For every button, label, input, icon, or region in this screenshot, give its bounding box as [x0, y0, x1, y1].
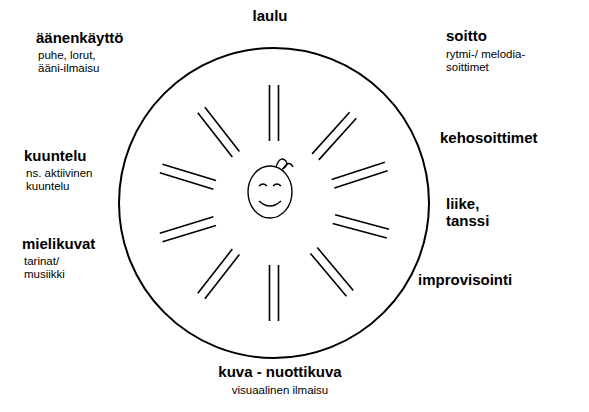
sub-label: ns. aktiivinen kuuntelu	[26, 167, 118, 192]
spoke-line	[278, 265, 280, 321]
sub-label: rytmi-/ melodia- soittimet	[446, 48, 550, 73]
heading-label: kehosoittimet	[440, 130, 538, 147]
spoke-line	[163, 164, 217, 180]
heading-label: äänenkäyttö	[36, 30, 124, 47]
sub-label: puhe, lorut, ääni-ilmaisu	[38, 49, 120, 74]
spoke-line	[269, 265, 271, 321]
heading-label: kuuntelu	[24, 148, 87, 165]
spoke-line	[278, 85, 280, 141]
heading-label: improvisointi	[418, 272, 512, 289]
sub-label: visuaalinen ilmaisu	[232, 384, 329, 397]
heading-label: liike, tanssi	[446, 196, 496, 229]
spoke-line	[198, 249, 233, 293]
spoke-line	[334, 171, 387, 188]
face	[248, 159, 293, 218]
spoke-line	[333, 223, 387, 238]
spoke-line	[332, 162, 385, 179]
spoke-line	[269, 85, 271, 141]
double-spokes	[160, 85, 389, 321]
outer-circle	[119, 48, 429, 358]
heading-label: mielikuvat	[22, 236, 95, 253]
spoke-line	[205, 107, 240, 151]
spoke-line	[160, 173, 214, 189]
spoke-line	[160, 217, 214, 233]
spoke-line	[319, 118, 357, 160]
heading-label: kuva - nuottikuva	[218, 364, 341, 381]
spoke-line	[163, 225, 217, 241]
heading-label: laulu	[252, 8, 287, 25]
spoke-line	[310, 253, 346, 296]
heading-label: soitto	[446, 28, 487, 45]
sub-label: tarinat/ musiikki	[24, 255, 86, 280]
